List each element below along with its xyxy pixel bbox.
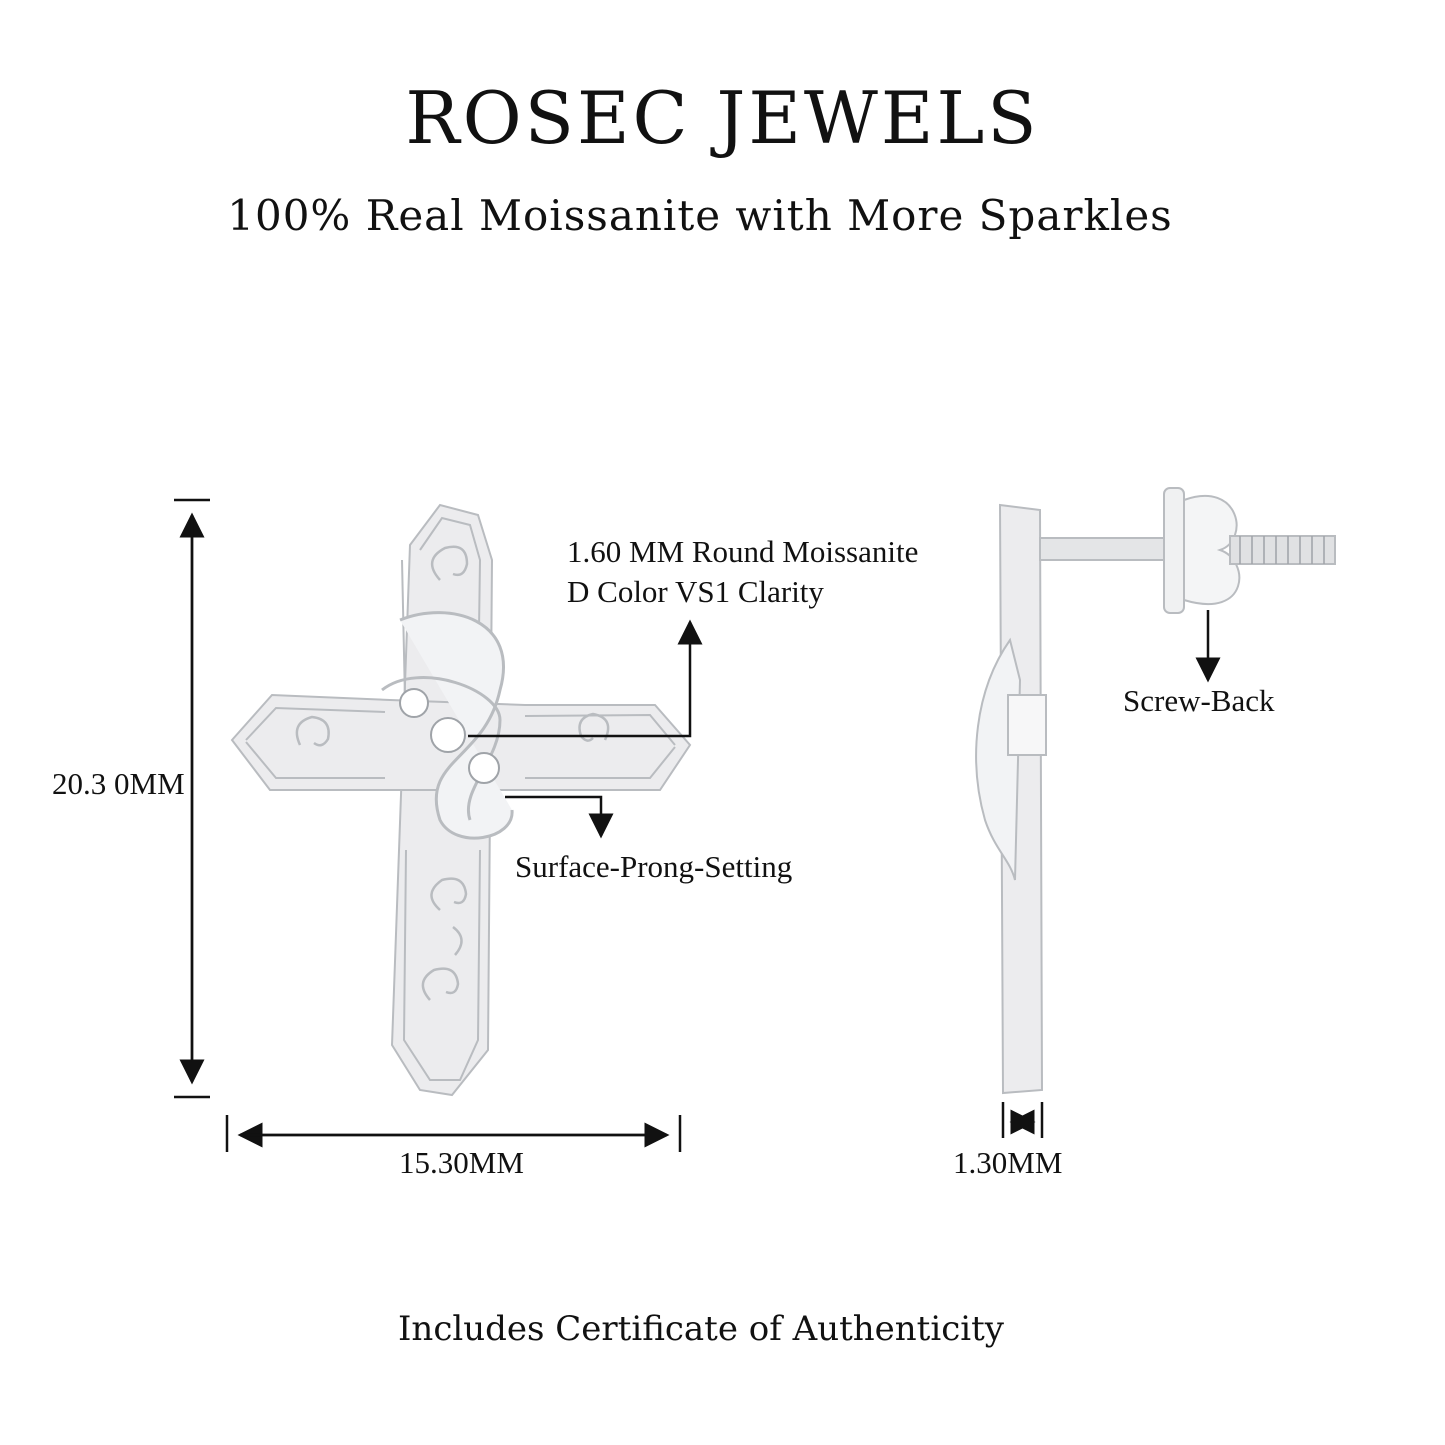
- thickness-dimension-line: [1001, 1102, 1044, 1138]
- certificate-note: Includes Certificate of Authenticity: [397, 1309, 1004, 1349]
- height-dimension-line: [174, 498, 210, 1099]
- cross-front-view: [230, 503, 692, 1097]
- height-label: 20.3 0MM: [52, 766, 185, 801]
- thickness-label: 1.30MM: [953, 1145, 1063, 1180]
- setting-label: Surface-Prong-Setting: [515, 849, 793, 884]
- width-label: 15.30MM: [399, 1145, 524, 1180]
- stone-quality-label: D Color VS1 Clarity: [567, 574, 824, 609]
- setting-leader-line: [505, 795, 614, 839]
- stone-size-label: 1.60 MM Round Moissanite: [567, 534, 919, 569]
- earring-side-view: [975, 487, 1336, 1095]
- stone-leader-line: [468, 619, 703, 738]
- tagline: 100% Real Moissanite with More Sparkles: [227, 191, 1173, 240]
- brand-title: ROSEC JEWELS: [405, 76, 1040, 160]
- screwback-label: Screw-Back: [1123, 683, 1275, 718]
- width-dimension-line: [225, 1115, 682, 1152]
